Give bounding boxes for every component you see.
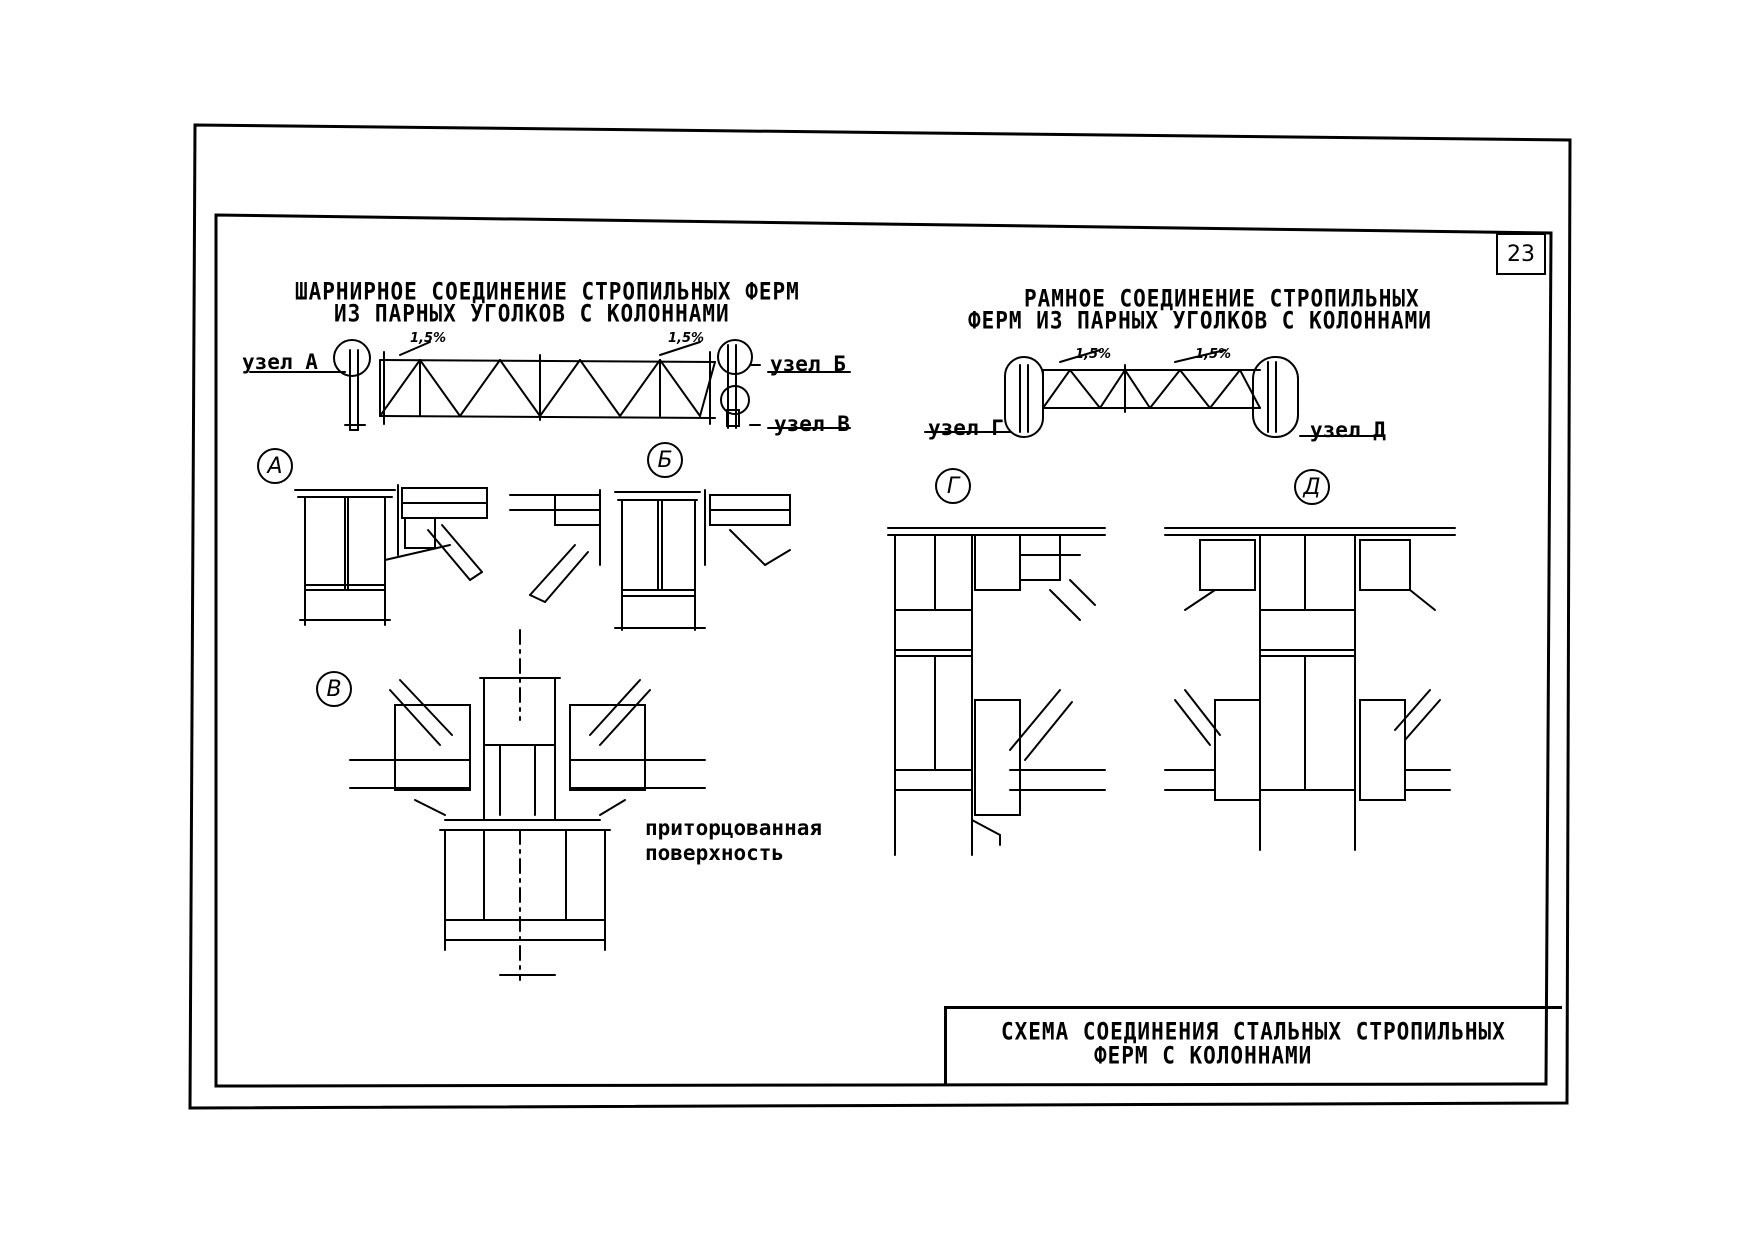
detail-g-drawing — [887, 527, 1106, 856]
right-title-line1: РАМНОЕ СОЕДИНЕНИЕ СТРОПИЛЬНЫХ — [1024, 284, 1420, 313]
slope-left-label-right: 1,5% — [1075, 347, 1112, 362]
node-a-label: узел А — [242, 350, 318, 374]
detail-d-drawing — [1164, 527, 1456, 851]
stamp-title-line1: СХЕМА СОЕДИНЕНИЯ СТАЛЬНЫХ СТРОПИЛЬНЫХ — [1001, 1017, 1506, 1046]
detail-b-marker: Б — [647, 442, 683, 478]
detail-v-drawing — [349, 629, 706, 981]
right-truss-scheme — [924, 349, 1381, 438]
detail-b-drawing — [509, 489, 791, 631]
node-b-label: узел Б — [770, 352, 846, 376]
detail-g-marker: Г — [935, 468, 971, 504]
inner-frame — [214, 213, 1553, 1088]
detail-d-marker: Д — [1294, 469, 1330, 505]
stamp-title-line2: ФЕРМ С КОЛОННАМИ — [1094, 1041, 1313, 1070]
detail-v-marker: В — [316, 671, 352, 707]
left-title-line1: ШАРНИРНОЕ СОЕДИНЕНИЕ СТРОПИЛЬНЫХ ФЕРМ — [295, 277, 800, 306]
right-title-line2: ФЕРМ ИЗ ПАРНЫХ УГОЛКОВ С КОЛОННАМИ — [968, 306, 1432, 335]
left-truss-scheme — [249, 339, 851, 431]
slope-left-label: 1,5% — [410, 331, 447, 346]
node-d-label: узел Д — [1310, 418, 1386, 442]
note-line1: приторцованная — [645, 816, 823, 840]
node-g-label: узел Г — [928, 416, 1004, 440]
detail-a-marker: А — [257, 448, 293, 484]
slope-right-label-right: 1,5% — [1195, 347, 1232, 362]
detail-a-drawing — [294, 484, 488, 626]
outer-frame — [188, 123, 1572, 1110]
node-v-label: узел В — [774, 412, 850, 436]
left-title-line2: ИЗ ПАРНЫХ УГОЛКОВ С КОЛОННАМИ — [334, 299, 730, 328]
title-stamp — [944, 1006, 1562, 1084]
sheet-number: 23 — [1496, 233, 1546, 275]
note-line2: поверхность — [645, 841, 785, 865]
slope-right-label: 1,5% — [668, 331, 705, 346]
